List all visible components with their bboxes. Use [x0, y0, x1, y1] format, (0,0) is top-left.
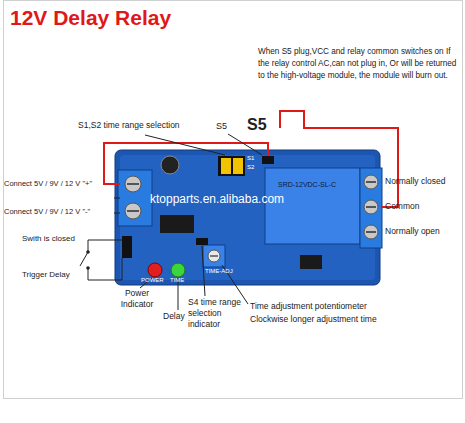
callout-label: S1,S2 time range selection: [78, 120, 180, 131]
jumper-header: [218, 156, 245, 176]
silkscreen-text: S2: [247, 164, 254, 172]
trigger-pins: [122, 236, 132, 258]
terminal-label: Normally closed: [385, 176, 445, 187]
callout-label: Connect 5V / 9V / 12 V "-": [4, 207, 90, 217]
board-surface: [120, 155, 375, 280]
callout-label: Clockwise longer adjustment time: [250, 314, 377, 325]
leader-line: [145, 135, 225, 155]
title: 12V Delay Relay: [10, 4, 171, 31]
delay-led: [171, 263, 185, 277]
silkscreen-text: S1: [247, 155, 254, 163]
callout-label: Swith is closed: [22, 234, 75, 244]
red-wire: [104, 143, 268, 184]
callout-label: Trigger Delay: [22, 270, 70, 280]
jumper-name: S5: [216, 121, 227, 133]
callout-label: Time adjustment potentiometer: [250, 301, 367, 312]
transistor: [300, 255, 322, 269]
red-wire: [280, 111, 398, 207]
output-terminal: [360, 168, 382, 248]
leader-line: [228, 134, 262, 155]
capacitor: [161, 156, 179, 174]
potentiometer: [203, 245, 225, 267]
note: When S5 plug,VCC and relay common switch…: [258, 46, 460, 82]
s5-pins: [262, 156, 274, 164]
jumper-name: S5: [247, 115, 267, 136]
relay-marking: SRD-12VDC-SL-C: [278, 180, 336, 189]
silkscreen-text: TIME: [170, 277, 184, 285]
terminal-label: Common: [385, 201, 419, 212]
callout-label: Power Indicator: [112, 288, 162, 310]
callout-label: Delay: [163, 311, 185, 322]
silkscreen-text: TIME-ADJ: [205, 268, 233, 276]
power-led: [148, 263, 162, 277]
callout-label: S4 time range selection indicator: [188, 297, 252, 330]
silkscreen-text: POWER: [141, 277, 164, 285]
terminal-label: Normally open: [385, 226, 440, 237]
circuit-board: [115, 150, 380, 285]
callout-label: Connect 5V / 9V / 12 V "+": [4, 179, 92, 189]
ic-chip: [160, 215, 194, 233]
watermark: ktopparts.en.alibaba.com: [150, 192, 284, 208]
input-terminal: [118, 170, 152, 226]
image-frame: [4, 1, 463, 399]
